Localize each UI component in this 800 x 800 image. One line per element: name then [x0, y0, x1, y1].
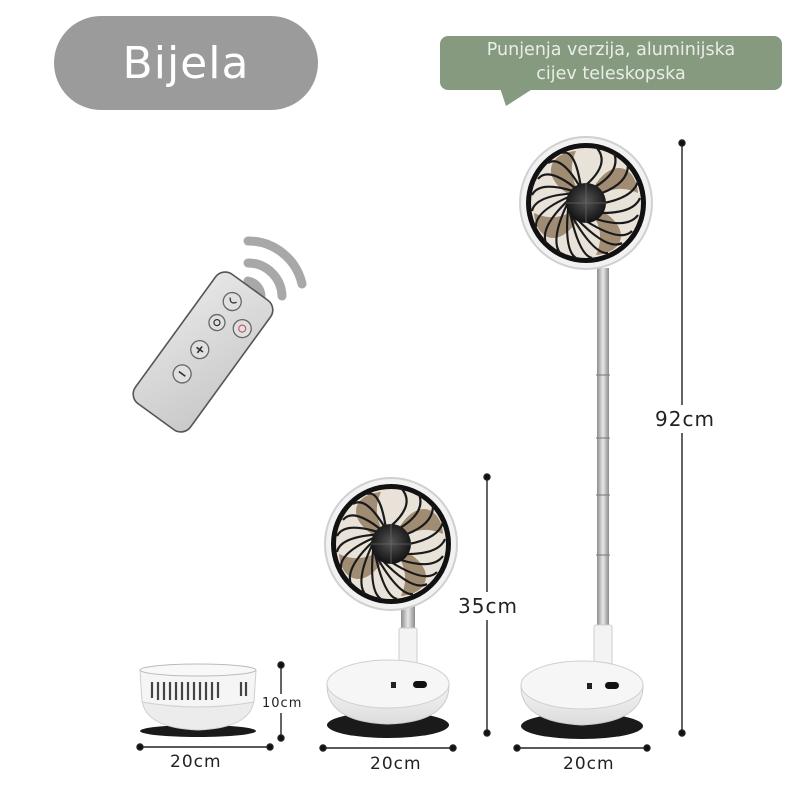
folded-width-label: 20cm [170, 752, 222, 772]
feature-callout: Punjenja verzija, aluminijska cijev tele… [440, 36, 782, 90]
callout-line-2: cijev teleskopska [536, 64, 686, 84]
desk-height-label: 35cm [458, 592, 518, 620]
wireless-signal-icon [243, 236, 307, 301]
callout-line-1: Punjenja verzija, aluminijska [486, 40, 736, 60]
desk-fan [323, 476, 459, 738]
timer-icon [208, 313, 226, 332]
folded-fan [139, 663, 257, 737]
swing-icon [222, 291, 242, 312]
floor-height-label: 92cm [655, 405, 715, 433]
floor-fan [518, 135, 654, 739]
power-icon [232, 318, 252, 339]
folded-height-label: 10cm [262, 694, 303, 713]
remote-control [132, 271, 274, 433]
floor-width-label: 20cm [563, 754, 615, 774]
plus-icon [190, 339, 210, 360]
color-variant-label: Bijela [54, 16, 318, 110]
desk-width-label: 20cm [370, 754, 422, 774]
callout-tail [500, 88, 534, 106]
minus-icon [172, 364, 192, 384]
